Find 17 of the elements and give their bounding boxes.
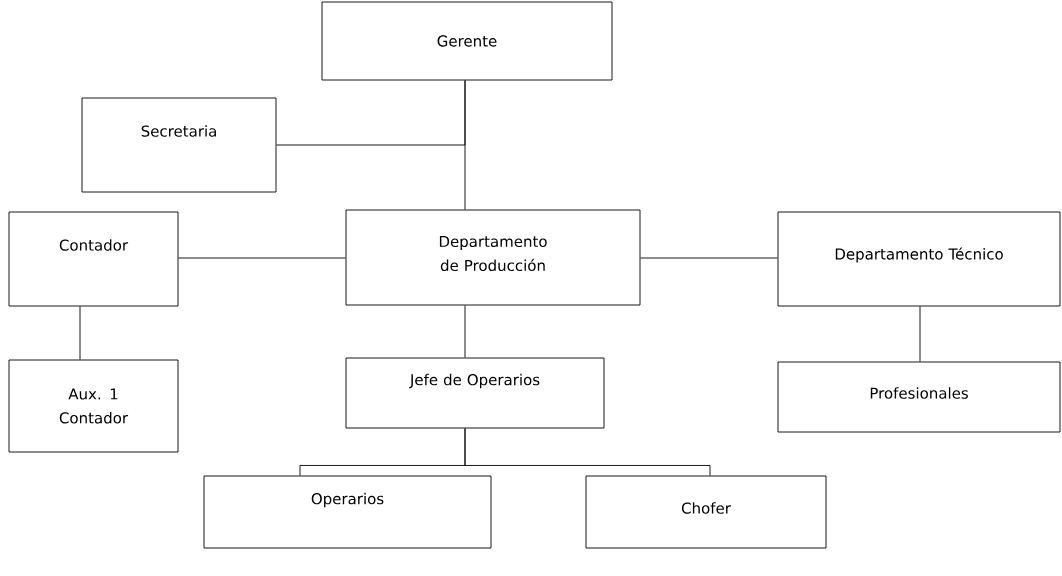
connector-line bbox=[464, 428, 711, 476]
connector-line bbox=[464, 305, 466, 358]
org-box: Jefe de Operarios bbox=[345, 357, 605, 429]
org-box: Gerente bbox=[321, 1, 613, 81]
connector-line bbox=[178, 257, 346, 259]
org-box: Contador bbox=[8, 211, 179, 307]
connector-line bbox=[919, 306, 921, 362]
org-box: Operarios bbox=[203, 475, 492, 549]
connector-line bbox=[79, 306, 81, 360]
org-box: Secretaria bbox=[81, 97, 277, 193]
org-box: Departamento Técnico bbox=[777, 211, 1061, 307]
connector-line bbox=[640, 257, 778, 259]
org-box: Aux. 1 Contador bbox=[8, 359, 179, 453]
org-box: Chofer bbox=[585, 475, 827, 549]
org-box: Profesionales bbox=[777, 361, 1061, 433]
org-box: Departamento de Producción bbox=[345, 209, 641, 306]
connector-line bbox=[464, 80, 466, 210]
